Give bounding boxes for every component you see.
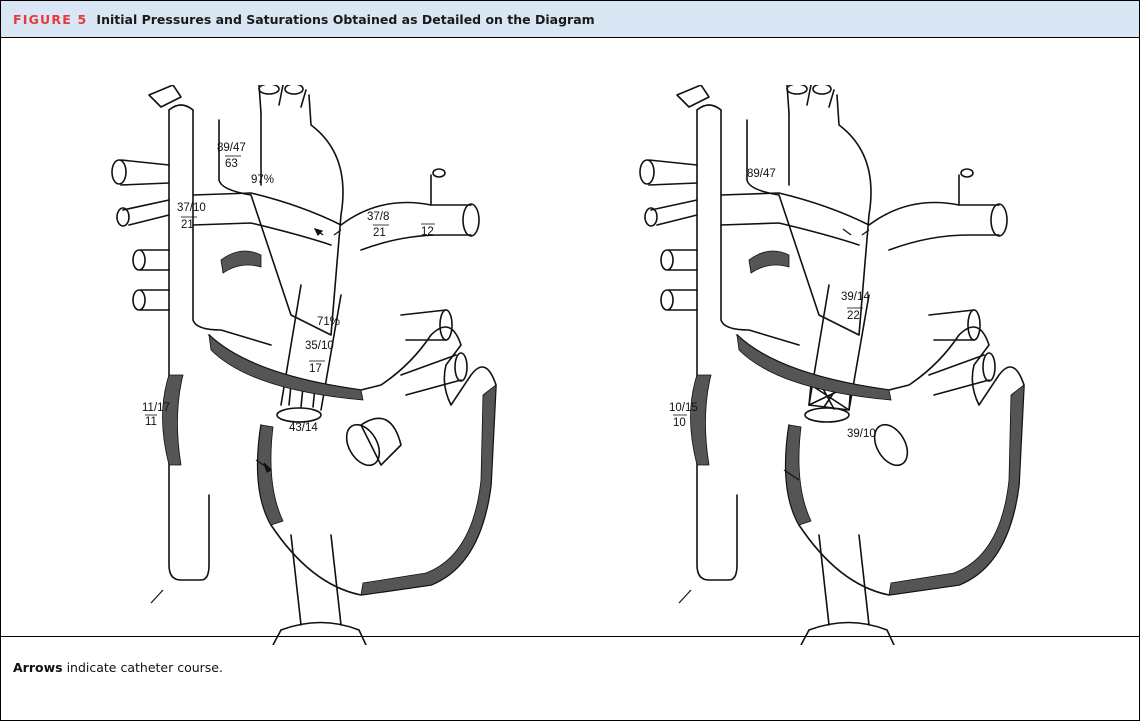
left-aorta-saturation: 97% [251, 174, 274, 186]
left-ra-mean: 11 [145, 416, 157, 428]
right-ra-mean: 10 [673, 417, 686, 429]
left-rpa-mean: 21 [181, 219, 194, 231]
left-aorta-pressure: 89/47 [217, 142, 246, 154]
left-lpa-distal: 12 [421, 226, 434, 238]
figure-label: FIGURE 5 [13, 12, 87, 27]
notes-text: indicate catheter course. [63, 660, 223, 675]
left-ra-pressure: 11/17 [142, 402, 170, 414]
right-conduit-mean: 22 [847, 310, 860, 322]
left-heart-diagram: 89/47 63 97% 37/10 21 37/8 21 12 71% 35/… [101, 85, 521, 645]
left-rpa-pressure: 37/10 [177, 202, 206, 214]
left-conduit-mean: 17 [309, 363, 322, 375]
notes-bold-term: Arrows [13, 660, 63, 675]
figure-image-area: 89/47 63 97% 37/10 21 37/8 21 12 71% 35/… [1, 39, 1139, 637]
left-lpa-pressure: 37/8 [367, 211, 389, 223]
figure-notes: Arrows indicate catheter course. [13, 660, 223, 675]
left-lpa-mean: 21 [373, 227, 386, 239]
figure-title: Initial Pressures and Saturations Obtain… [96, 12, 594, 27]
left-rv-pressure: 43/14 [289, 422, 318, 434]
right-heart-diagram: 89/47 39/14 22 10/15 10 39/10 [629, 85, 1049, 645]
right-aorta-pressure: 89/47 [747, 168, 776, 180]
left-conduit-pressure: 35/10 [305, 340, 334, 352]
figure-caption-bar: FIGURE 5 Initial Pressures and Saturatio… [1, 1, 1139, 38]
left-aorta-mean: 63 [225, 158, 238, 170]
right-rv-pressure: 39/10 [847, 428, 876, 440]
left-conduit-saturation: 71% [317, 316, 340, 328]
right-ra-pressure: 10/15 [669, 402, 698, 414]
right-conduit-pressure: 39/14 [841, 291, 870, 303]
